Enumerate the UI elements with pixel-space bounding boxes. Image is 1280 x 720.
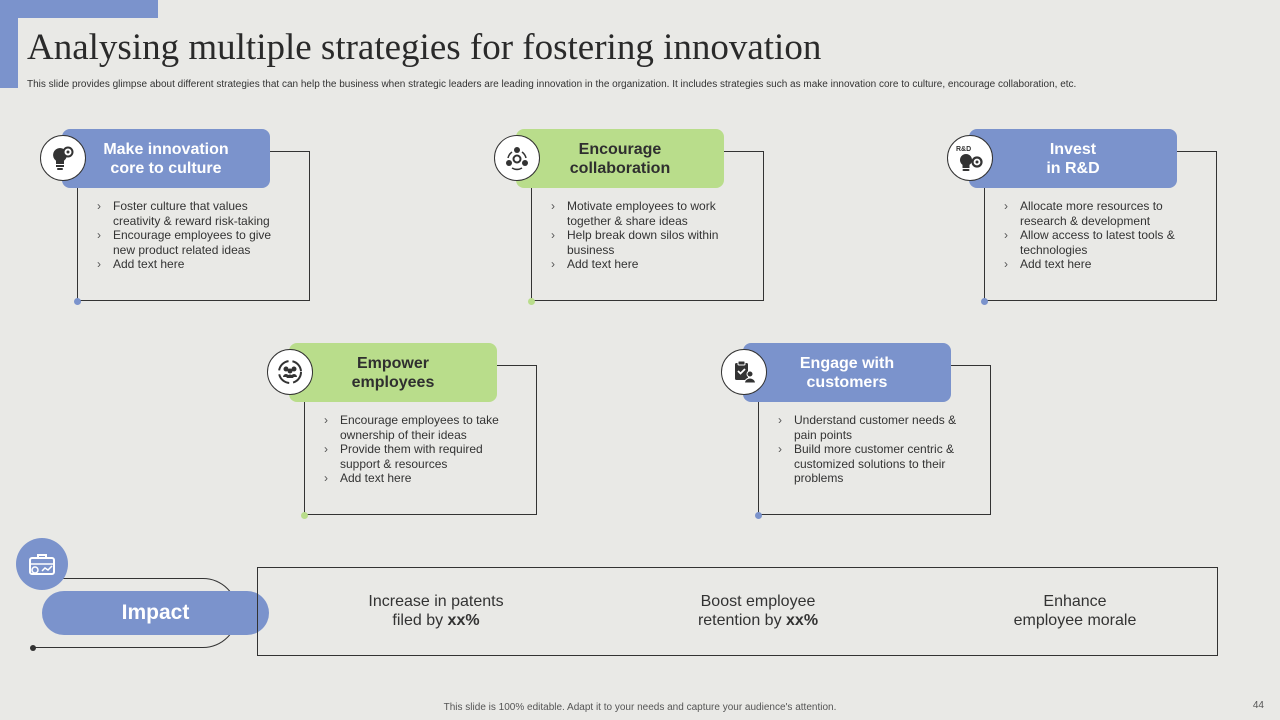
page-number: 44 — [1252, 700, 1264, 711]
impact-item-line2: filed by xx% — [316, 611, 556, 630]
list-item: Encourage employees to give new product … — [95, 228, 295, 257]
card-bullet-list: Allocate more resources to research & de… — [1002, 199, 1202, 272]
list-item: Motivate employees to work together & sh… — [549, 199, 749, 228]
list-item: Allow access to latest tools & technolog… — [1002, 228, 1202, 257]
briefcase-chart-icon — [16, 538, 68, 590]
card-bullet-list: Encourage employees to take ownership of… — [322, 413, 522, 486]
card-bullet-list: Foster culture that values creativity & … — [95, 199, 295, 272]
list-item: Provide them with required support & res… — [322, 442, 522, 471]
impact-label: Impact — [42, 591, 269, 635]
impact-item-line2: employee morale — [955, 611, 1195, 630]
card-title: Empower employees — [289, 343, 497, 402]
impact-item-retention: Boost employee retention by xx% — [638, 592, 878, 630]
impact-item-line2-text: filed by — [392, 612, 448, 629]
card-connector-dot — [755, 512, 762, 519]
corner-accent-left — [0, 0, 18, 88]
list-item: Add text here — [95, 257, 295, 272]
strategy-card-collaboration: Encourage collaboration Motivate employe… — [494, 129, 774, 309]
impact-item-line1: Boost employee — [700, 593, 816, 610]
impact-item-line1: Enhance — [1043, 593, 1107, 610]
card-title: Encourage collaboration — [516, 129, 724, 188]
strategy-card-empower-employees: Empower employees Encourage employees to… — [267, 343, 547, 523]
card-title: Make innovation core to culture — [62, 129, 270, 188]
list-item: Foster culture that values creativity & … — [95, 199, 295, 228]
page-title: Analysing multiple strategies for foster… — [27, 27, 822, 68]
card-connector-dot — [301, 512, 308, 519]
impact-item-value: xx% — [786, 612, 819, 629]
card-connector-line — [984, 187, 985, 301]
impact-item-value: xx% — [447, 612, 480, 629]
card-connector-line — [758, 401, 759, 515]
strategy-card-rnd: Invest in R&D R&D Allocate more resource… — [947, 129, 1227, 309]
page-subtitle: This slide provides glimpse about differ… — [27, 79, 1077, 90]
customer-checklist-icon — [721, 349, 767, 395]
card-connector-line — [531, 187, 532, 301]
card-connector-line — [77, 187, 78, 301]
list-item: Add text here — [1002, 257, 1202, 272]
list-item: Help break down silos within business — [549, 228, 749, 257]
icon-label: R&D — [956, 146, 971, 153]
list-item: Build more customer centric & customized… — [776, 442, 976, 486]
list-item: Understand customer needs & pain points — [776, 413, 976, 442]
impact-item-line2-text: retention by — [697, 612, 787, 629]
strategy-card-innovation-culture: Make innovation core to culture Foster c… — [40, 129, 320, 309]
people-cycle-icon — [267, 349, 313, 395]
list-item: Allocate more resources to research & de… — [1002, 199, 1202, 228]
impact-item-morale: Enhance employee morale — [955, 592, 1195, 630]
impact-connector-dot — [30, 645, 36, 651]
card-bullet-list: Understand customer needs & pain points … — [776, 413, 976, 486]
lightbulb-gear-icon — [40, 135, 86, 181]
card-connector-dot — [981, 298, 988, 305]
list-item: Encourage employees to take ownership of… — [322, 413, 522, 442]
strategy-card-engage-customers: Engage with customers Understand custome… — [721, 343, 1001, 523]
card-title: Invest in R&D — [969, 129, 1177, 188]
card-connector-line — [304, 401, 305, 515]
team-collaboration-icon — [494, 135, 540, 181]
list-item: Add text here — [549, 257, 749, 272]
impact-item-line2: retention by xx% — [638, 611, 878, 630]
footer-note: This slide is 100% editable. Adapt it to… — [443, 702, 837, 713]
card-bullet-list: Motivate employees to work together & sh… — [549, 199, 749, 272]
card-title: Engage with customers — [743, 343, 951, 402]
rnd-lightbulb-icon: R&D — [947, 135, 993, 181]
card-connector-dot — [74, 298, 81, 305]
list-item: Add text here — [322, 471, 522, 486]
card-connector-dot — [528, 298, 535, 305]
corner-accent-top — [0, 0, 158, 18]
impact-item-line2-text: employee morale — [1013, 612, 1137, 629]
impact-item-line1: Increase in patents — [368, 593, 504, 610]
impact-item-patents: Increase in patents filed by xx% — [316, 592, 556, 630]
impact-box: Increase in patents filed by xx% Boost e… — [257, 567, 1218, 656]
